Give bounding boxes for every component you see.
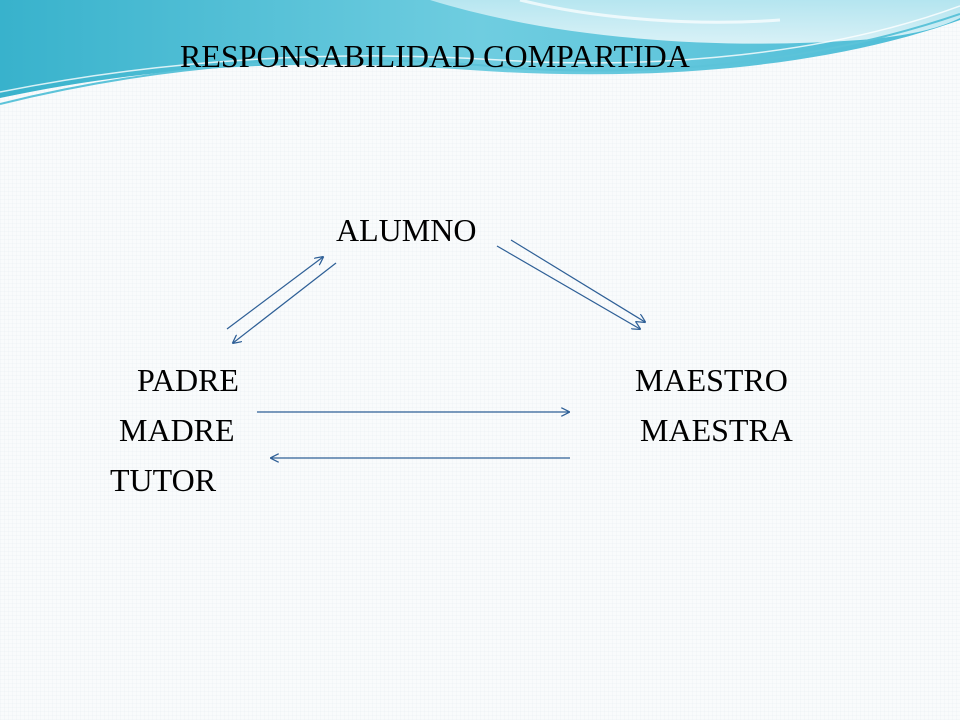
node-padre: PADRE	[137, 362, 239, 398]
node-madre: MADRE	[119, 412, 235, 448]
arrow-parent-to-student	[226, 257, 323, 330]
arrow-student-to-teacher-a	[510, 239, 645, 322]
arrow-student-to-parent	[233, 262, 337, 343]
node-alumno: ALUMNO	[336, 212, 477, 248]
node-maestro: MAESTRO	[635, 362, 788, 398]
slide-title: RESPONSABILIDAD COMPARTIDA	[180, 38, 690, 74]
arrow-student-to-teacher-b	[496, 245, 640, 329]
node-maestra: MAESTRA	[640, 412, 793, 448]
node-tutor: TUTOR	[110, 462, 217, 498]
header-wave-decoration	[0, 0, 960, 105]
